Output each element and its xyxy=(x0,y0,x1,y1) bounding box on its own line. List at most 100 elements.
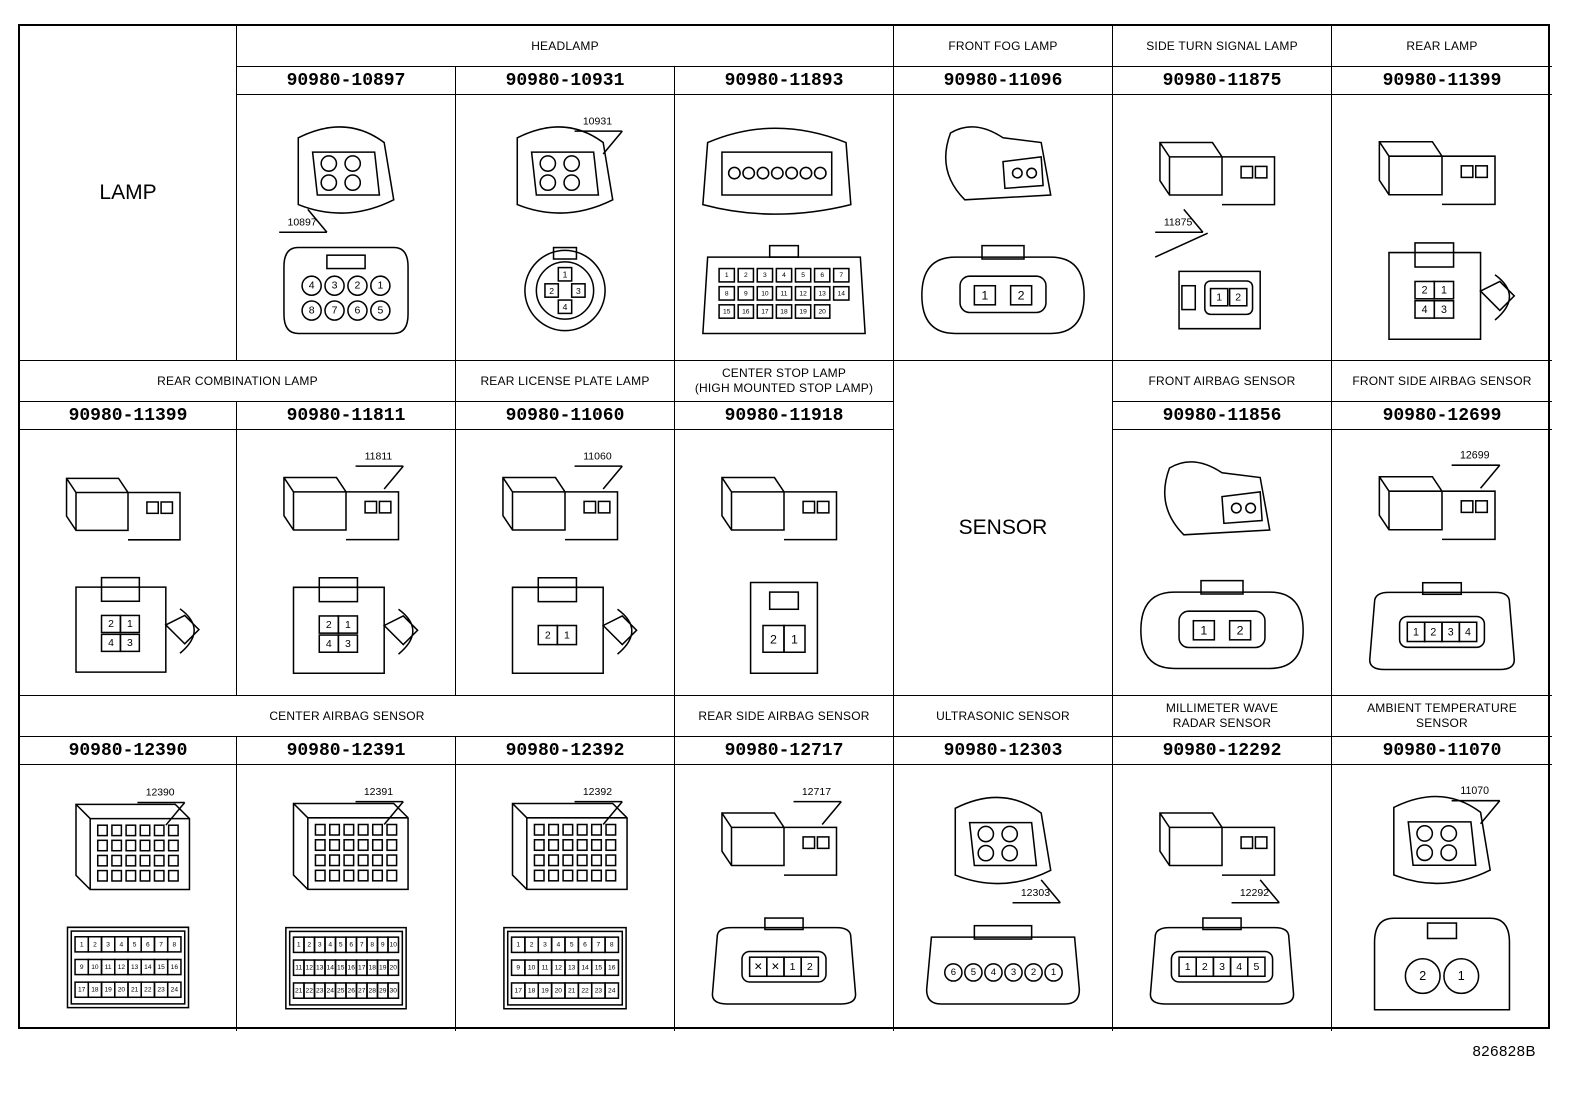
group-millimeter-wave-radar-sensor: MILLIMETER WAVE RADAR SENSOR xyxy=(1113,696,1332,737)
pin-label: 26 xyxy=(348,988,356,995)
pin-cavity xyxy=(718,285,736,301)
mating-face-outline xyxy=(749,581,819,674)
pin-cavity xyxy=(544,283,560,298)
mating-face-outline xyxy=(75,586,167,673)
pin-label: 9 xyxy=(80,964,84,971)
pin-label: 2 xyxy=(326,619,332,631)
pin-label: 7 xyxy=(360,942,364,949)
pin-label: 21 xyxy=(295,988,303,995)
pin-cavity xyxy=(1009,284,1033,306)
pin-label: 7 xyxy=(597,942,601,949)
pin-label: 1 xyxy=(80,941,84,948)
pin-label: 17 xyxy=(515,988,523,995)
connector-housing xyxy=(1163,461,1271,536)
pin-label: 3 xyxy=(1448,626,1454,638)
group-front-fog-lamp: FRONT FOG LAMP xyxy=(894,26,1113,67)
pin-label: 11 xyxy=(105,964,112,971)
mating-face-outline xyxy=(503,926,627,1010)
connector-housing xyxy=(516,126,614,214)
pin-label: 17 xyxy=(358,965,366,972)
pin-label: 1 xyxy=(1458,969,1465,983)
connector-housing xyxy=(721,812,838,876)
connector-housing xyxy=(1393,795,1492,885)
pin-label: 21 xyxy=(131,987,139,994)
pin-label: 3 xyxy=(1011,967,1016,978)
pin-label: ✕ xyxy=(754,961,763,973)
pin-cavity xyxy=(166,958,182,976)
pin-label: 4 xyxy=(1422,304,1428,316)
pin-label: 23 xyxy=(316,988,324,995)
mating-face-outline xyxy=(1178,270,1261,330)
pin-label: 6 xyxy=(583,942,587,949)
part-number: 90980-10897 xyxy=(237,67,456,95)
pin-label: 20 xyxy=(390,965,398,972)
pin-label: 14 xyxy=(838,290,846,297)
pin-label: 4 xyxy=(782,272,786,279)
pin-cavity xyxy=(337,634,359,653)
pin-label: 4 xyxy=(120,941,124,948)
pin-label: 7 xyxy=(332,305,338,317)
part-number: 90980-12292 xyxy=(1113,737,1332,765)
pin-label: 25 xyxy=(337,988,345,995)
pin-label: 20 xyxy=(818,308,826,315)
pin-label: 22 xyxy=(306,988,314,995)
pin-cavity xyxy=(337,615,359,634)
pin-cavity xyxy=(813,267,831,283)
pin-label: 14 xyxy=(581,965,589,972)
pin-label: 24 xyxy=(608,988,616,995)
callout-label: 12392 xyxy=(583,786,612,798)
pin-cavity xyxy=(1247,956,1266,978)
pin-label: 2 xyxy=(307,942,311,949)
pin-label: 9 xyxy=(744,290,748,297)
center-stop-lamp-subtitle: (HIGH MOUNTED STOP LAMP) xyxy=(694,381,874,395)
pin-label: 12 xyxy=(799,290,807,297)
connector-housing xyxy=(292,802,409,891)
mating-face-outline xyxy=(711,926,857,1005)
pin-label: 22 xyxy=(144,987,152,994)
pin-label: 10 xyxy=(91,964,99,971)
connector-housing xyxy=(297,126,395,214)
pin-cavity xyxy=(737,267,755,283)
pin-label: 4 xyxy=(1465,626,1471,638)
pin-label: 23 xyxy=(157,987,165,994)
pin-label: 3 xyxy=(1441,304,1447,316)
pin-cavity xyxy=(737,285,755,301)
pin-cavity xyxy=(604,959,620,977)
pin-cavity xyxy=(718,267,736,283)
pin-label: 2 xyxy=(93,941,97,948)
group-rear-side-airbag-sensor: REAR SIDE AIRBAG SENSOR xyxy=(675,696,894,737)
connector-housing xyxy=(1159,812,1276,876)
pin-label: 16 xyxy=(348,965,356,972)
pin-cavity xyxy=(973,284,997,306)
callout-label: 11070 xyxy=(1460,785,1489,797)
connector-housing xyxy=(1378,475,1496,541)
mating-face-outline xyxy=(511,586,604,674)
pin-label: 9 xyxy=(381,942,385,949)
pin-cavity xyxy=(556,624,578,646)
pin-label: 4 xyxy=(556,942,560,949)
pin-label: 29 xyxy=(379,988,387,995)
section-sensor: SENSOR xyxy=(894,361,1113,696)
pin-label: 1 xyxy=(1185,961,1191,973)
pin-label: 2 xyxy=(1422,285,1428,297)
connector-housing xyxy=(702,127,852,215)
pin-label: 3 xyxy=(127,638,133,649)
mating-face-outline xyxy=(285,926,407,1010)
pin-label: 1 xyxy=(516,942,520,949)
pin-cavity xyxy=(775,304,793,319)
pin-cavity xyxy=(119,633,141,653)
pin-label: 4 xyxy=(328,942,332,949)
part-number: 90980-11875 xyxy=(1113,67,1332,95)
